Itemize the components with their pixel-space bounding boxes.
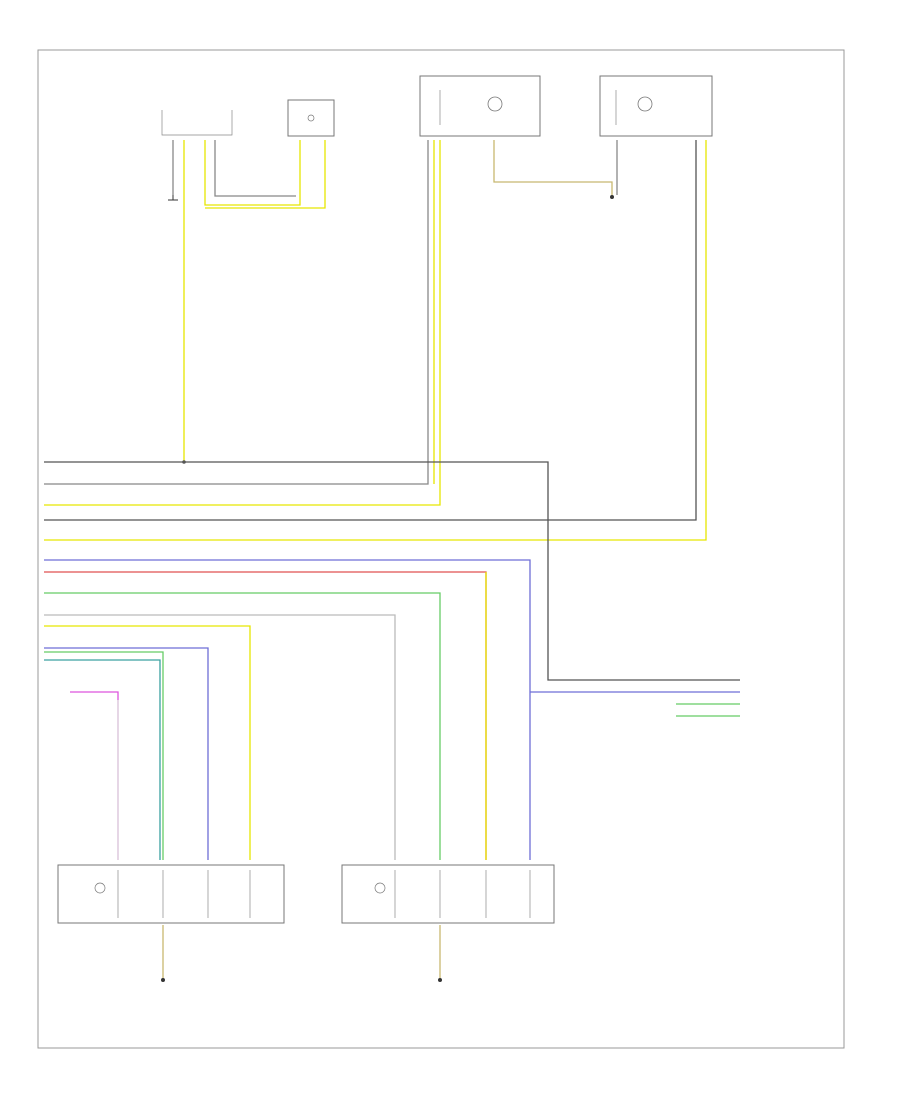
diagram-frame — [37, 49, 845, 1049]
top-wires — [44, 140, 707, 541]
left-control-unit — [419, 75, 541, 137]
right-control-unit — [599, 75, 713, 137]
bus-wires — [44, 460, 740, 860]
upper-grounds — [168, 195, 614, 201]
left-lamp-assembly — [57, 864, 285, 982]
right-lamp-assembly — [341, 864, 555, 982]
left-switch-assembly — [161, 99, 335, 137]
